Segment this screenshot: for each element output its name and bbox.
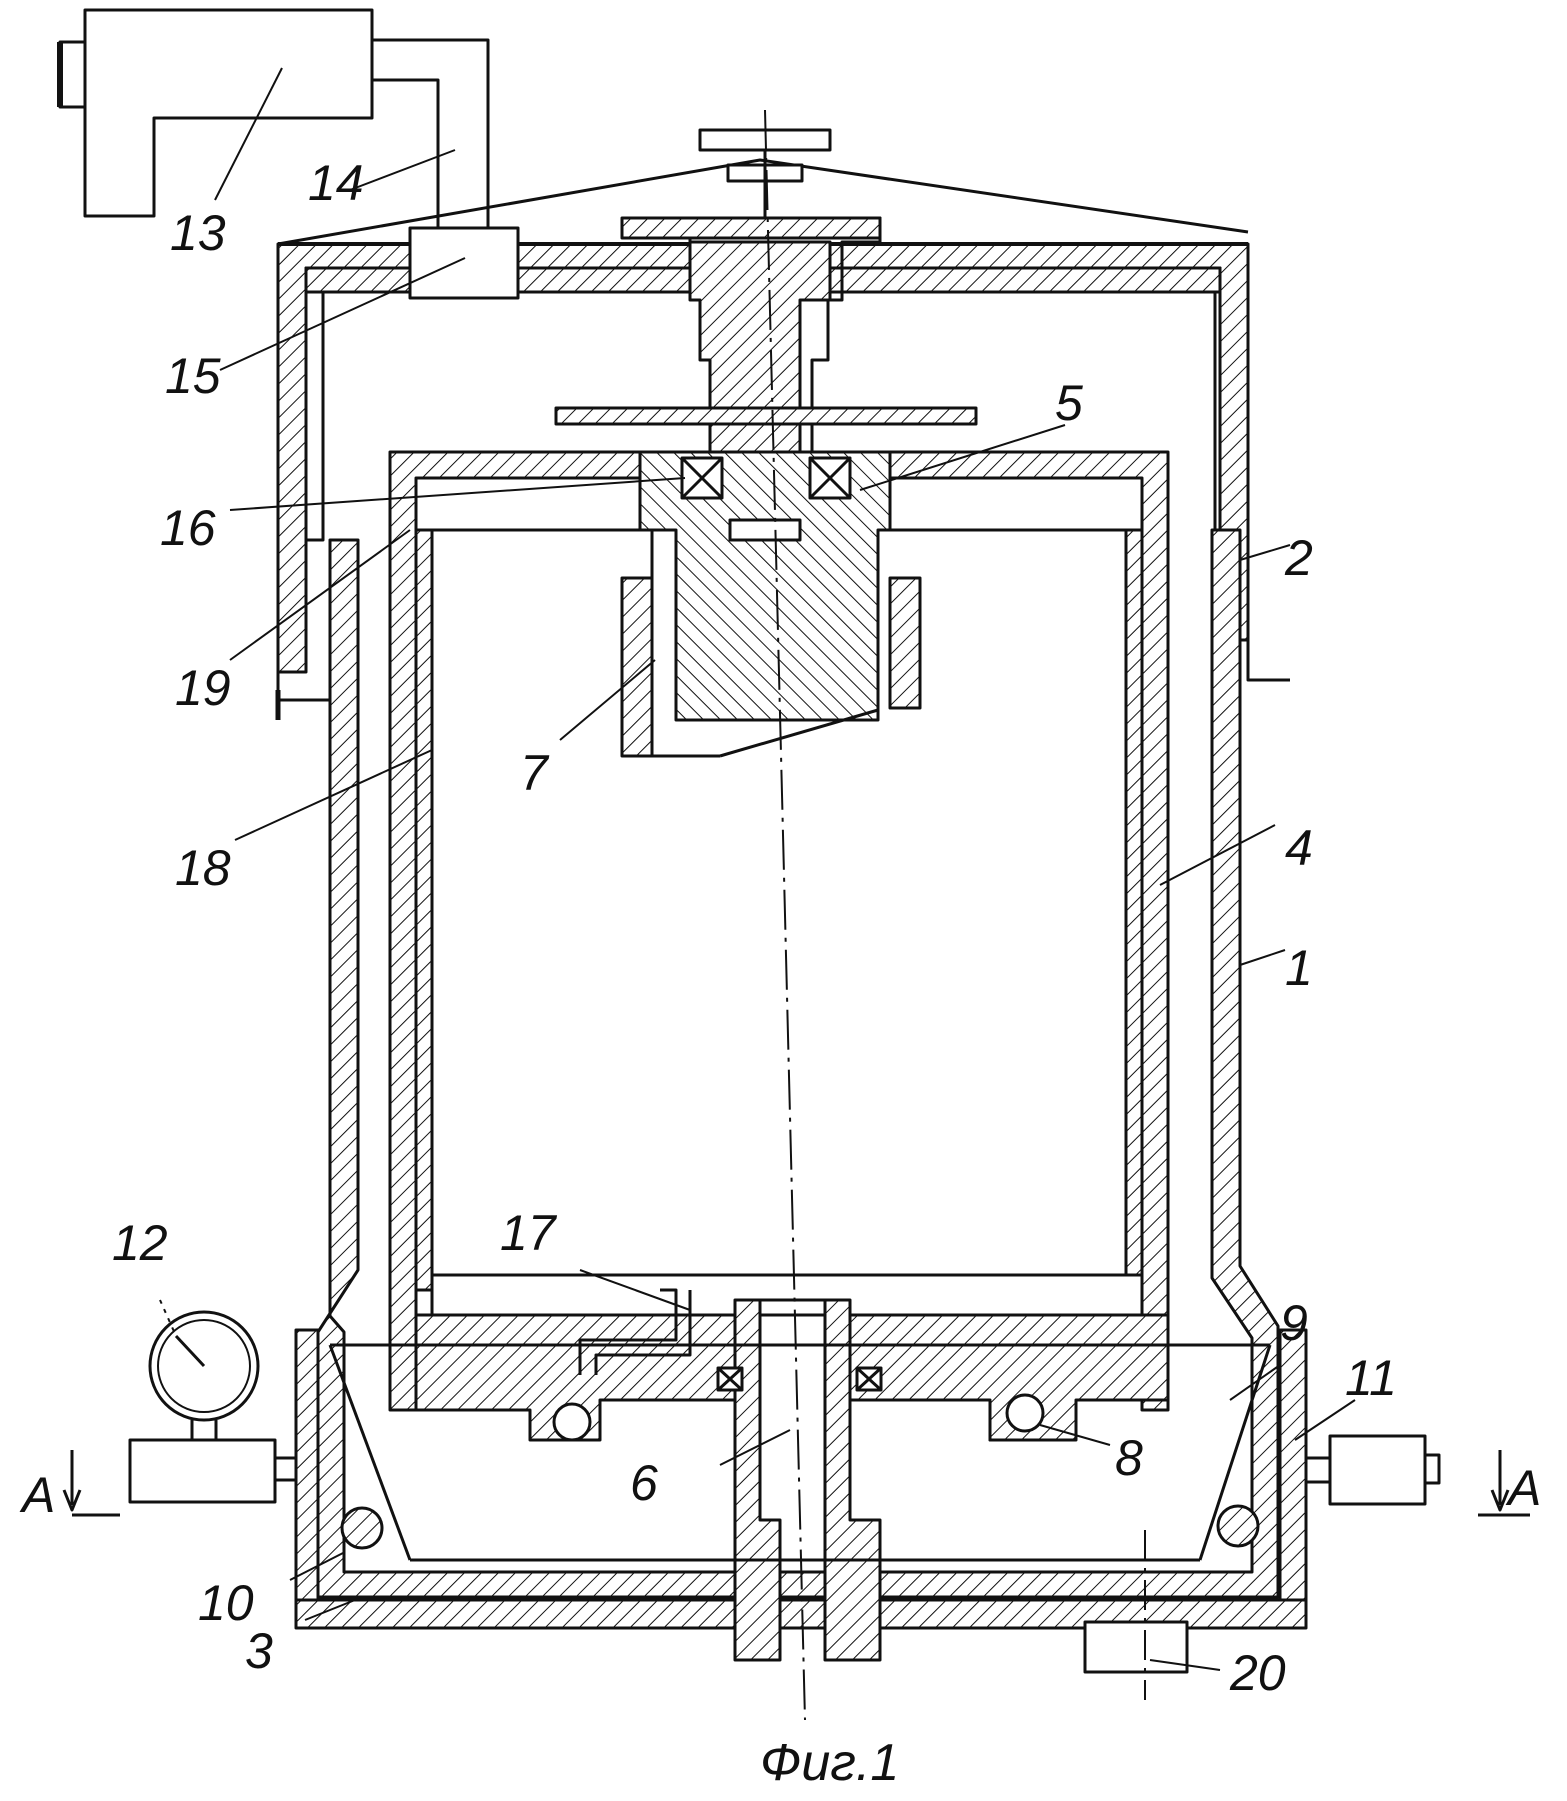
label-2: 2: [1284, 530, 1313, 586]
label-5: 5: [1055, 375, 1083, 431]
label-13: 13: [170, 205, 226, 261]
label-6: 6: [630, 1455, 658, 1511]
section-label-left: A: [19, 1467, 55, 1523]
section-label-right: A: [1505, 1460, 1541, 1516]
label-11: 11: [1345, 1350, 1397, 1406]
flange-plate: [556, 408, 976, 424]
ball-valve-8a: [554, 1404, 590, 1440]
label-20: 20: [1229, 1645, 1286, 1701]
label-9: 9: [1280, 1295, 1308, 1351]
label-8: 8: [1115, 1430, 1143, 1486]
ball-valve-8: [1007, 1395, 1043, 1431]
label-12: 12: [112, 1215, 168, 1271]
label-19: 19: [175, 660, 231, 716]
pipe-14: [372, 40, 488, 228]
label-14: 14: [308, 155, 364, 211]
label-7: 7: [520, 745, 550, 801]
label-18: 18: [175, 840, 231, 896]
hub-5: [640, 452, 890, 720]
rod-10b: [1218, 1506, 1258, 1546]
pressure-gauge-12: [130, 1312, 296, 1502]
section-arrow-left: [64, 1450, 120, 1515]
label-17: 17: [500, 1205, 558, 1261]
label-3: 3: [245, 1623, 273, 1679]
sensor-11: [1306, 1436, 1439, 1504]
label-4: 4: [1285, 820, 1313, 876]
rod-10: [342, 1508, 382, 1548]
port-15: [410, 228, 518, 298]
label-16: 16: [160, 500, 216, 556]
outlet-20: [1085, 1622, 1187, 1672]
label-15: 15: [165, 348, 221, 404]
figure-caption: Фиг.1: [760, 1734, 899, 1792]
label-1: 1: [1285, 940, 1313, 996]
